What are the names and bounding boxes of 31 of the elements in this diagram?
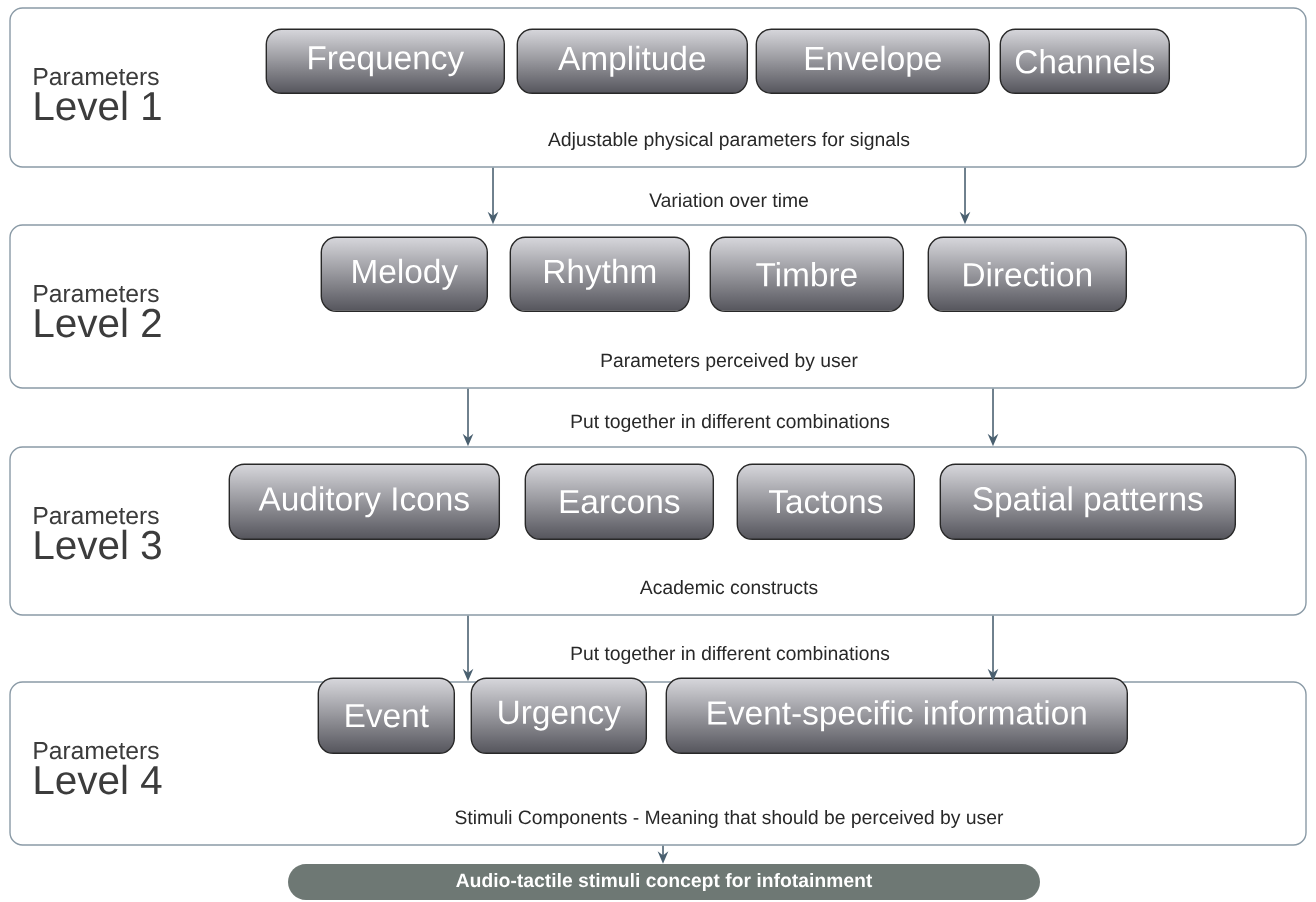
parameter-pill: Event <box>317 677 455 754</box>
level-heading: Parameters <box>34 742 159 760</box>
level-number: Level 2 <box>35 307 161 338</box>
parameter-pill: Frequency <box>265 28 505 94</box>
step-label: Put together in different combinations <box>571 414 890 432</box>
panel-caption: Parameters perceived by user <box>601 353 858 371</box>
level-number: Level 4 <box>35 764 162 795</box>
level-number: Level 1 <box>35 90 161 121</box>
parameter-pill: Direction <box>927 236 1127 312</box>
step-label: Variation over time <box>649 192 808 208</box>
level-heading: Parameters <box>34 507 159 525</box>
panel-caption: Academic constructs <box>639 580 818 595</box>
level-heading: Parameters <box>34 285 159 303</box>
parameter-pill: Spatial patterns <box>939 463 1236 540</box>
panel-caption: Stimuli Components - Meaning that should be perceived by user <box>455 810 1004 828</box>
step-label: Put together in different combinations <box>571 646 890 664</box>
parameter-pill: Envelope <box>755 28 990 94</box>
parameter-pill: Rhythm <box>509 236 690 312</box>
parameter-pill: Timbre <box>709 236 904 312</box>
level-heading: Parameters <box>34 68 159 86</box>
concept-pill: Audio-tactile stimuli concept for infotainment <box>288 864 1040 900</box>
level-number: Level 3 <box>35 529 161 560</box>
parameter-pill: Event-specific information <box>665 677 1128 754</box>
parameter-pill: Auditory Icons <box>228 463 500 540</box>
parameter-pill: Tactons <box>736 463 915 540</box>
panel-caption: Adjustable physical parameters for signals <box>548 132 910 150</box>
parameter-pill: Earcons <box>524 463 714 540</box>
parameter-pill: Amplitude <box>516 28 748 94</box>
parameter-pill: Channels <box>999 28 1170 94</box>
parameter-pill: Melody <box>320 236 488 312</box>
parameter-pill: Urgency <box>470 677 647 754</box>
